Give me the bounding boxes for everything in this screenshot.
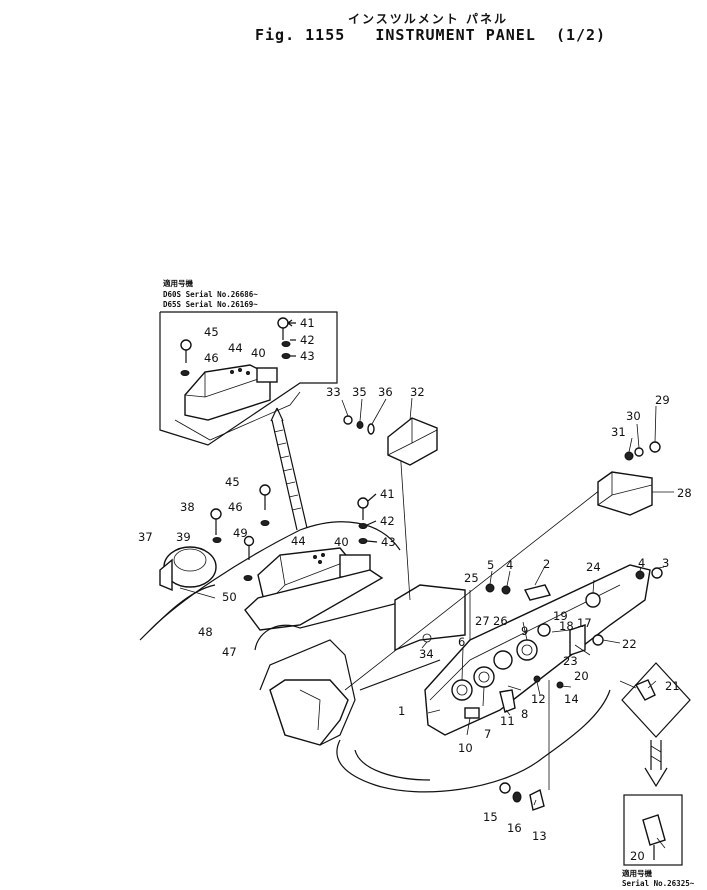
callout-49: 49 xyxy=(233,526,248,540)
callout-10: 10 xyxy=(458,741,473,755)
callout-36: 36 xyxy=(378,385,393,399)
callout-50: 50 xyxy=(222,590,237,604)
callout-29: 29 xyxy=(655,393,670,407)
callout-27: 27 xyxy=(475,614,490,628)
callout-3: 3 xyxy=(662,556,669,570)
callout-1: 1 xyxy=(398,704,405,718)
dashboard-frame xyxy=(254,447,663,793)
callout-41a: 41 xyxy=(300,316,315,330)
callout-45a: 45 xyxy=(204,325,219,339)
callout-22: 22 xyxy=(622,637,637,651)
callout-44b: 44 xyxy=(291,534,306,548)
callout-32: 32 xyxy=(410,385,425,399)
callout-21: 21 xyxy=(665,679,680,693)
callout-7: 7 xyxy=(484,727,491,741)
callout-30: 30 xyxy=(626,409,641,423)
callout-11: 11 xyxy=(500,714,515,728)
callout-45b: 45 xyxy=(225,475,240,489)
callout-33: 33 xyxy=(326,385,341,399)
detail-note-heading: 適用号機 xyxy=(622,868,652,878)
detail-pointer-arrow xyxy=(270,407,308,531)
callout-6: 6 xyxy=(458,635,465,649)
callout-24: 24 xyxy=(586,560,601,574)
figure-name: INSTRUMENT PANEL xyxy=(375,26,536,44)
label-arrows xyxy=(287,319,378,543)
callout-46b: 46 xyxy=(228,500,243,514)
callout-44a: 44 xyxy=(228,341,243,355)
callout-26: 26 xyxy=(493,614,508,628)
callout-9: 9 xyxy=(521,624,528,638)
callout-2: 2 xyxy=(543,557,550,571)
loose-parts-13-16 xyxy=(499,782,545,811)
callout-19: 19 xyxy=(553,609,568,623)
callout-35: 35 xyxy=(352,385,367,399)
callout-39: 39 xyxy=(176,530,191,544)
callout-40a: 40 xyxy=(251,346,266,360)
figure-title: Fig. 1155 INSTRUMENT PANEL (1/2) xyxy=(255,26,606,44)
key-switch-detail: 適用号機 Serial No.26325~ xyxy=(621,662,695,888)
callout-4b: 4 xyxy=(506,558,513,572)
callout-labels: 1 2 3 4 4 5 6 7 8 9 10 11 12 13 14 15 16… xyxy=(138,316,692,863)
figure-number: Fig. 1155 xyxy=(255,26,346,44)
bracket-32-assembly xyxy=(343,415,438,466)
callout-17: 17 xyxy=(577,616,592,630)
detail-note-line1: Serial No.26325~ xyxy=(622,879,695,888)
inset-note-heading: 適用号機 xyxy=(163,278,193,288)
callout-34: 34 xyxy=(419,647,434,661)
inset-serial-variant: 適用号機 D60S Serial No.26686~ D65S Serial N… xyxy=(159,278,338,446)
callout-42a: 42 xyxy=(300,333,315,347)
figure-title-japanese: インスツルメント パネル xyxy=(348,12,508,26)
inset-note-line1: D60S Serial No.26686~ xyxy=(163,290,258,299)
figure-fraction: (1/2) xyxy=(555,26,607,44)
callout-23: 23 xyxy=(563,654,578,668)
callout-15: 15 xyxy=(483,810,498,824)
callout-18: 18 xyxy=(559,619,574,633)
callout-5: 5 xyxy=(487,558,494,572)
callout-13: 13 xyxy=(532,829,547,843)
callout-46a: 46 xyxy=(204,351,219,365)
callout-41b: 41 xyxy=(380,487,395,501)
callout-20a: 20 xyxy=(574,669,589,683)
horn-and-buzzer-assembly xyxy=(139,484,401,641)
callout-31: 31 xyxy=(611,425,626,439)
callout-43a: 43 xyxy=(300,349,315,363)
callout-47: 47 xyxy=(222,645,237,659)
callout-12: 12 xyxy=(531,692,546,706)
callout-37: 37 xyxy=(138,530,153,544)
callout-16: 16 xyxy=(507,821,522,835)
callout-8: 8 xyxy=(521,707,528,721)
callout-42b: 42 xyxy=(380,514,395,528)
callout-28: 28 xyxy=(677,486,692,500)
lamp-28-assembly xyxy=(597,441,661,516)
callout-38: 38 xyxy=(180,500,195,514)
callout-48: 48 xyxy=(198,625,213,639)
callout-20b: 20 xyxy=(630,849,645,863)
callout-40b: 40 xyxy=(334,535,349,549)
callout-4a: 4 xyxy=(638,556,645,570)
callout-14: 14 xyxy=(564,692,579,706)
inset-note-line2: D65S Serial No.26169~ xyxy=(163,300,258,309)
callout-25: 25 xyxy=(464,571,479,585)
callout-43b: 43 xyxy=(381,535,396,549)
leader-lines xyxy=(341,397,674,849)
